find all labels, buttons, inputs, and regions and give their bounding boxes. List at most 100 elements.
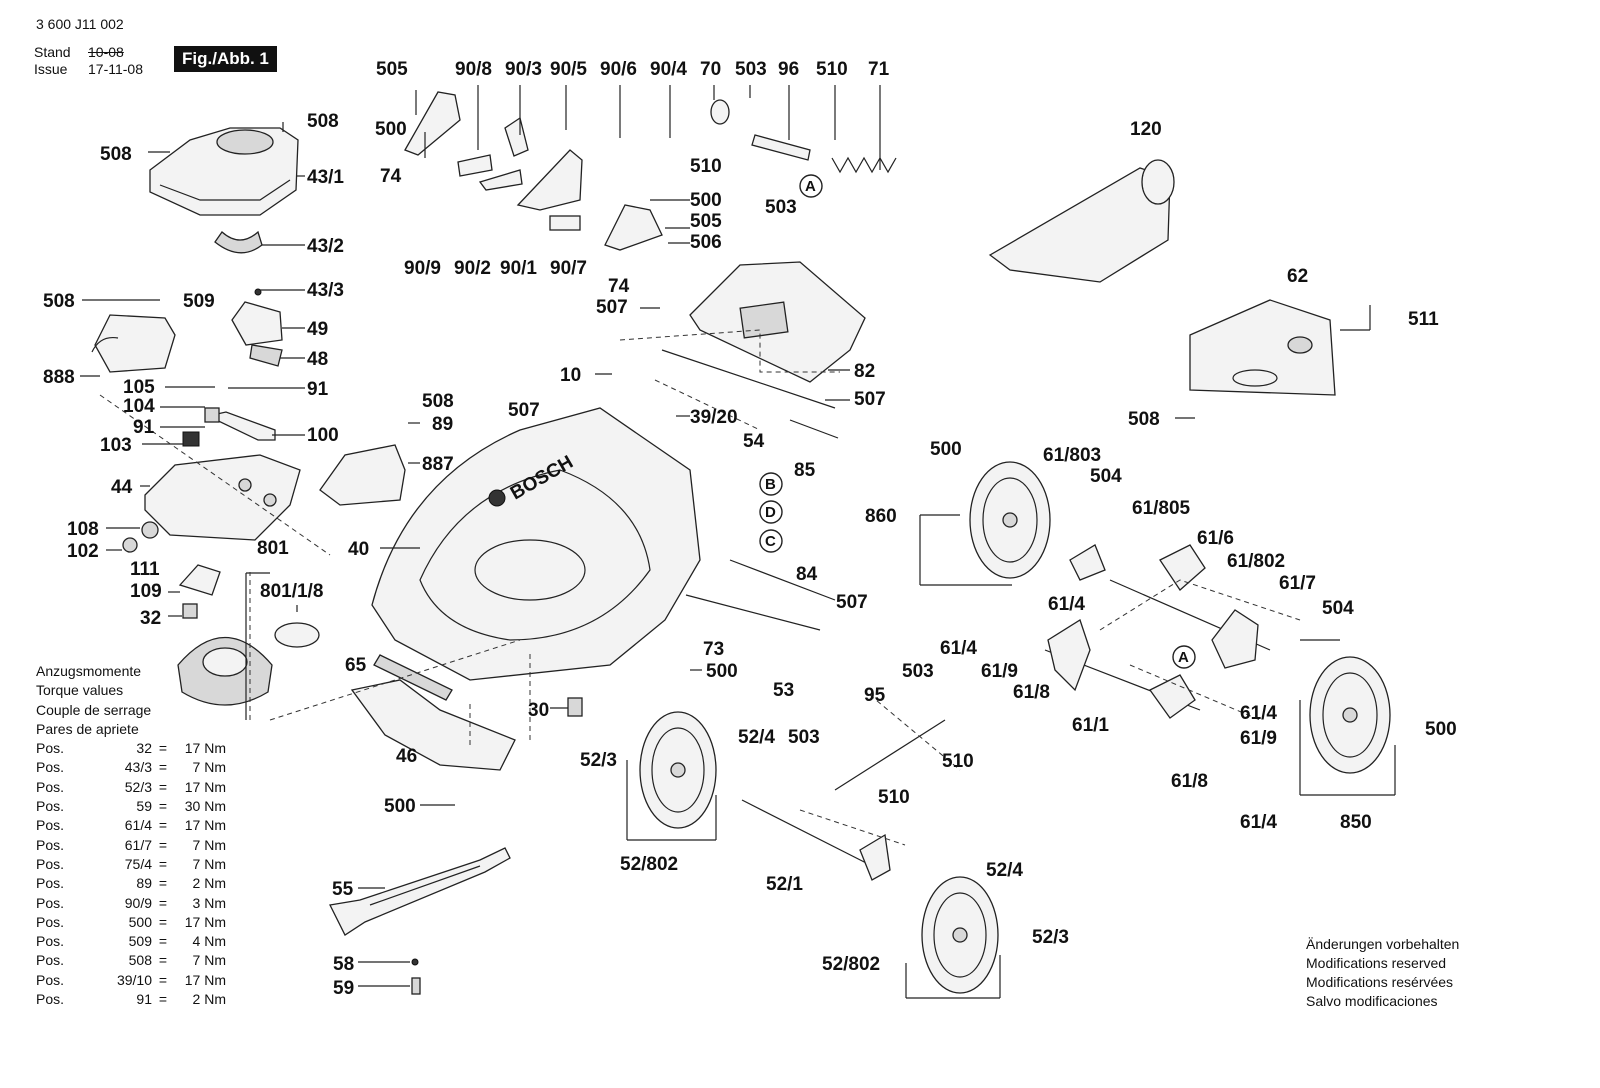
- callout-46: 46: [396, 746, 417, 767]
- callout-503: 503: [765, 197, 797, 218]
- callout-61-6: 61/6: [1197, 528, 1234, 549]
- notice-fr: Modifications resérvées: [1306, 974, 1454, 990]
- callout-109: 109: [130, 581, 162, 602]
- callout-510: 510: [816, 59, 848, 80]
- part-120-chute: [988, 159, 1175, 283]
- part-801-1-8-oring: [274, 622, 320, 648]
- callout-61-4: 61/4: [940, 638, 977, 659]
- callout-61-8: 61/8: [1013, 682, 1050, 703]
- part-90-2: [478, 169, 523, 191]
- callout-62: 62: [1287, 266, 1308, 287]
- stand-value: 10-08: [88, 44, 124, 60]
- notice-es: Salvo modificaciones: [1306, 993, 1438, 1009]
- callout-61-8: 61/8: [1171, 771, 1208, 792]
- part-61-805-motor: [1159, 544, 1206, 591]
- torque-row: Pos.32=17 Nm: [36, 739, 226, 758]
- callout-500: 500: [1425, 719, 1457, 740]
- callout-61-805: 61/805: [1132, 498, 1191, 519]
- callout-500: 500: [706, 661, 738, 682]
- notice-de: Änderungen vorbehalten: [1306, 936, 1460, 952]
- callout-61-4: 61/4: [1240, 703, 1277, 724]
- callout-54: 54: [743, 431, 765, 452]
- callout-860: 860: [865, 506, 897, 527]
- callout-508: 508: [422, 391, 454, 412]
- part-108-102: [122, 521, 159, 553]
- part-55-blade: [329, 847, 511, 936]
- issue-label: Issue: [34, 61, 68, 77]
- callout-887: 887: [422, 454, 454, 475]
- part-44-control-box: [144, 454, 301, 541]
- torque-pos-label: Pos.: [36, 971, 65, 988]
- callout-40: 40: [348, 539, 369, 560]
- torque-equals: =: [158, 894, 168, 911]
- callout-53: 53: [773, 680, 794, 701]
- torque-row: Pos.90/9=3 Nm: [36, 894, 226, 913]
- part-43-2-arc: [214, 230, 263, 254]
- callout-90-6: 90/6: [600, 59, 637, 80]
- callout-508: 508: [43, 291, 75, 312]
- torque-part-number: 75/4: [124, 855, 152, 872]
- svg-text:A: A: [1178, 649, 1189, 666]
- callout-52-3: 52/3: [1032, 927, 1069, 948]
- callout-74: 74: [380, 166, 402, 187]
- callout-103: 103: [100, 435, 132, 456]
- callout-52-4: 52/4: [738, 727, 775, 748]
- torque-table: Anzugsmomente Torque values Couple de se…: [36, 662, 226, 1009]
- torque-part-number: 39/10: [116, 971, 152, 988]
- callout-511: 511: [1408, 309, 1439, 330]
- torque-pos-label: Pos.: [36, 952, 65, 969]
- torque-part-number: 43/3: [124, 759, 152, 776]
- callout-73: 73: [703, 639, 724, 660]
- torque-equals: =: [158, 991, 168, 1008]
- callout-90-7: 90/7: [550, 258, 587, 279]
- callout-52-802: 52/802: [822, 954, 880, 975]
- callout-504: 504: [1090, 466, 1122, 487]
- torque-equals: =: [158, 778, 168, 795]
- torque-pos-label: Pos.: [36, 875, 65, 892]
- callout-500: 500: [930, 439, 962, 460]
- part-74-bracket: [604, 204, 663, 251]
- torque-row: Pos.61/4=17 Nm: [36, 816, 226, 835]
- callout-90-1: 90/1: [500, 258, 537, 279]
- callout-850: 850: [1340, 812, 1372, 833]
- torque-equals: =: [158, 913, 168, 930]
- callout-55: 55: [332, 879, 354, 900]
- part-54-rod: [661, 349, 836, 409]
- torque-equals: =: [158, 971, 168, 988]
- part-62-mulch: [1189, 299, 1336, 396]
- part-100-cable: [204, 407, 276, 441]
- torque-equals: =: [158, 798, 168, 815]
- torque-equals: =: [158, 875, 168, 892]
- part-52-1-bracket: [859, 833, 891, 881]
- torque-value: 2 Nm: [192, 875, 226, 892]
- torque-value: 17 Nm: [184, 740, 226, 757]
- svg-text:B: B: [765, 476, 776, 493]
- callout-507: 507: [596, 297, 628, 318]
- callout-61-4: 61/4: [1048, 594, 1085, 615]
- callout-43-3: 43/3: [307, 280, 344, 301]
- part-109-111: [178, 564, 221, 596]
- torque-equals: =: [158, 817, 168, 834]
- callout-801-1-8: 801/1/8: [260, 581, 323, 602]
- callout-507: 507: [508, 400, 540, 421]
- torque-row: Pos.89=2 Nm: [36, 874, 226, 893]
- torque-part-number: 90/9: [124, 894, 152, 911]
- part-82-grassbox-lid: [689, 261, 866, 383]
- callout-52-3: 52/3: [580, 750, 617, 771]
- torque-row: Pos.59=30 Nm: [36, 797, 226, 816]
- torque-row: Pos.508=7 Nm: [36, 951, 226, 970]
- callout-801: 801: [257, 538, 289, 559]
- part-61-wheel-a: [969, 461, 1051, 579]
- torque-value: 7 Nm: [192, 836, 226, 853]
- callout-90-4: 90/4: [650, 59, 687, 80]
- torque-pos-label: Pos.: [36, 817, 65, 834]
- torque-row: Pos.509=4 Nm: [36, 932, 226, 951]
- callout-43-2: 43/2: [307, 236, 344, 257]
- notice-en: Modifications reserved: [1306, 955, 1447, 971]
- callout-91: 91: [307, 379, 329, 400]
- part-85: [789, 419, 839, 439]
- part-96-axle: [751, 134, 811, 161]
- callout-90-2: 90/2: [454, 258, 491, 279]
- part-95-rod: [834, 719, 946, 791]
- torque-row: Pos.61/7=7 Nm: [36, 836, 226, 855]
